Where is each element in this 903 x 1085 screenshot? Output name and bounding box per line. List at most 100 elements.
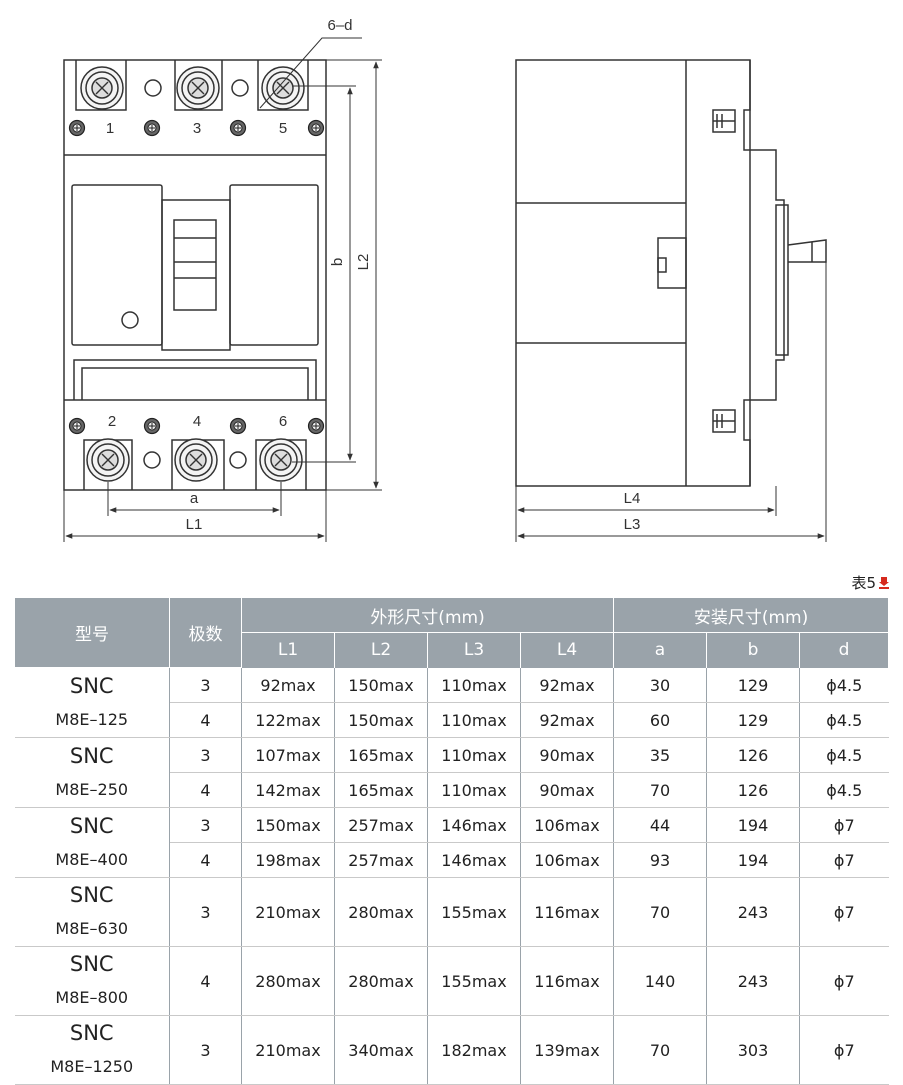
- poles-cell: 4: [169, 946, 242, 1016]
- L2-cell: 257max: [334, 807, 428, 843]
- dim-b-label: b: [329, 258, 346, 266]
- model-suffix: M8E–250: [55, 779, 129, 799]
- model-suffix: M8E–800: [55, 988, 129, 1007]
- L3-cell: 146max: [427, 807, 521, 843]
- table-row: SNC M8E–125 3 92max 150max 110max 92max 3…: [14, 667, 889, 738]
- d-cell: ϕ4.5: [799, 737, 889, 773]
- L1-cell: 142max: [241, 772, 335, 808]
- a-cell: 70: [613, 877, 707, 947]
- d-cell: ϕ4.5: [799, 772, 889, 808]
- b-cell: 194: [706, 807, 800, 843]
- L4-cell: 92max: [519, 667, 614, 703]
- poles-cell: 4: [169, 702, 242, 738]
- L1-cell: 107max: [241, 737, 335, 773]
- terminal-label-5: 5: [279, 120, 287, 137]
- L4-cell: 90max: [519, 772, 614, 808]
- terminal-label-6: 6: [279, 413, 287, 430]
- b-cell: 126: [706, 737, 800, 773]
- spec-table: 型号 极数 外形尺寸(mm) 安装尺寸(mm) L1 L2 L3 L4 a b …: [14, 598, 890, 1085]
- L3-cell: 110max: [427, 702, 521, 738]
- model-cell: SNC M8E–400: [14, 807, 170, 878]
- terminal-label-2: 2: [108, 413, 116, 430]
- b-cell: 243: [706, 877, 800, 947]
- b-cell: 129: [706, 702, 800, 738]
- table-row: 4 122max 150max 110max 92max 60 129 ϕ4.5: [15, 702, 889, 738]
- a-cell: 60: [613, 702, 707, 738]
- d-cell: ϕ7: [799, 807, 889, 843]
- L2-cell: 150max: [334, 667, 428, 703]
- terminal-label-1: 1: [106, 120, 114, 137]
- model-suffix: M8E–125: [55, 709, 129, 729]
- dim-L1-label: L1: [186, 516, 203, 533]
- d-cell: ϕ7: [799, 1015, 889, 1085]
- table-row: 4 142max 165max 110max 90max 70 126 ϕ4.5: [15, 772, 889, 808]
- terminal-label-4: 4: [193, 413, 201, 430]
- front-dimensions: [63, 37, 382, 542]
- a-cell: 70: [613, 772, 707, 808]
- dim-L4-label: L4: [624, 490, 641, 507]
- header-install-group: 安装尺寸(mm): [613, 598, 890, 633]
- poles-cell: 3: [169, 1015, 242, 1085]
- a-cell: 70: [613, 1015, 707, 1085]
- L3-cell: 146max: [427, 842, 521, 878]
- d-cell: ϕ7: [799, 877, 889, 947]
- model-prefix: SNC: [69, 1021, 114, 1045]
- L2-cell: 340max: [334, 1015, 428, 1085]
- header-L3: L3: [427, 632, 521, 668]
- L4-cell: 106max: [519, 842, 614, 878]
- L2-cell: 150max: [334, 702, 428, 738]
- L4-cell: 116max: [519, 946, 614, 1016]
- L4-cell: 116max: [519, 877, 614, 947]
- L4-cell: 139max: [519, 1015, 614, 1085]
- a-cell: 30: [613, 667, 707, 703]
- dim-L2-label: L2: [355, 254, 372, 271]
- L1-cell: 210max: [241, 1015, 335, 1085]
- L2-cell: 280max: [334, 946, 428, 1016]
- L1-cell: 280max: [241, 946, 335, 1016]
- poles-cell: 3: [169, 877, 242, 947]
- L3-cell: 110max: [427, 737, 521, 773]
- L3-cell: 182max: [427, 1015, 521, 1085]
- model-prefix: SNC: [69, 883, 114, 907]
- model-suffix: M8E–1250: [50, 1057, 134, 1076]
- header-a: a: [613, 632, 708, 668]
- model-prefix: SNC: [69, 673, 114, 698]
- dim-L3-label: L3: [624, 516, 641, 533]
- header-outline-group: 外形尺寸(mm): [240, 598, 615, 633]
- header-L4: L4: [519, 632, 615, 668]
- b-cell: 194: [706, 842, 800, 878]
- poles-cell: 3: [169, 807, 242, 843]
- L1-cell: 210max: [241, 877, 335, 947]
- table-caption-text: 表5: [851, 574, 876, 592]
- terminal-label-3: 3: [193, 120, 201, 137]
- L3-cell: 155max: [427, 877, 521, 947]
- d-cell: ϕ4.5: [799, 702, 889, 738]
- d-cell: ϕ4.5: [799, 667, 889, 703]
- L1-cell: 92max: [241, 667, 335, 703]
- model-prefix: SNC: [69, 743, 114, 768]
- model-cell: SNC M8E–125: [14, 667, 170, 738]
- dim-a-label: a: [190, 490, 199, 507]
- front-view: [63, 59, 327, 491]
- L4-cell: 90max: [519, 737, 614, 773]
- table-row: 4 198max 257max 146max 106max 93 194 ϕ7: [15, 842, 889, 878]
- L4-cell: 92max: [519, 702, 614, 738]
- model-prefix: SNC: [69, 813, 114, 838]
- L2-cell: 257max: [334, 842, 428, 878]
- L3-cell: 110max: [427, 667, 521, 703]
- L2-cell: 165max: [334, 772, 428, 808]
- model-suffix: M8E–400: [55, 849, 129, 869]
- model-cell: SNC M8E–250: [14, 737, 170, 808]
- L2-cell: 165max: [334, 737, 428, 773]
- L1-cell: 122max: [241, 702, 335, 738]
- b-cell: 303: [706, 1015, 800, 1085]
- a-cell: 93: [613, 842, 707, 878]
- model-cell: SNC M8E–1250: [14, 1015, 170, 1085]
- poles-cell: 3: [169, 667, 242, 703]
- side-view: [515, 59, 827, 487]
- dim-hole-label: 6–d: [327, 17, 352, 34]
